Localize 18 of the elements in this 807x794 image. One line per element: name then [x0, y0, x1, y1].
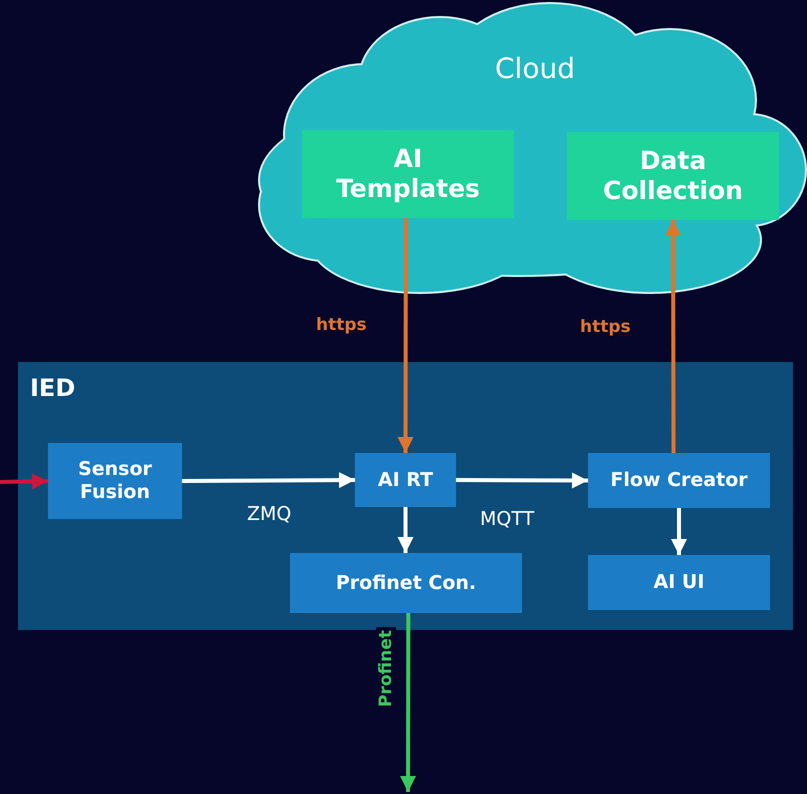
- cloud-title: Cloud: [494, 52, 576, 86]
- arrow: [665, 220, 682, 453]
- panel-title: IED: [30, 374, 76, 403]
- arrow: [398, 507, 414, 553]
- arrow: [0, 473, 48, 490]
- arrow: [456, 472, 588, 488]
- arrow: [182, 472, 356, 488]
- process-box: Sensor Fusion: [48, 443, 182, 519]
- arrow: [400, 613, 416, 792]
- process-box: AI UI: [588, 555, 770, 610]
- process-box: Profinet Con.: [290, 553, 522, 613]
- process-box: AI RT: [355, 453, 456, 507]
- service-box: Data Collection: [567, 132, 779, 220]
- device-panel: [18, 362, 793, 630]
- process-box: Flow Creator: [588, 453, 770, 508]
- service-box: AI Templates: [302, 130, 514, 218]
- arrow: [398, 218, 414, 453]
- arrow: [671, 508, 687, 555]
